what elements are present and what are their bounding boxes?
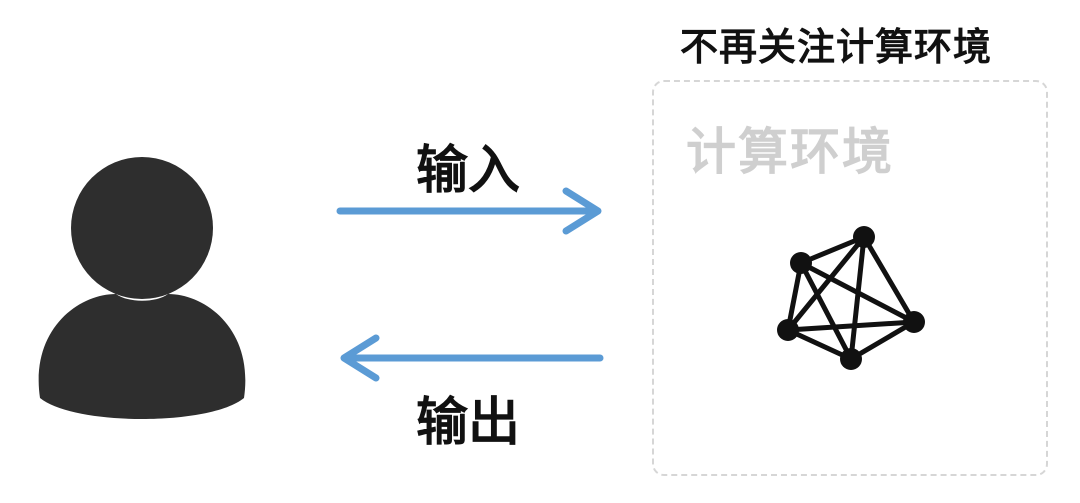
input-label: 输入 [416, 141, 521, 201]
page-title: 不再关注计算环境 [680, 25, 993, 69]
output-arrow [340, 334, 604, 382]
output-label: 输出 [416, 393, 521, 453]
input-arrow [336, 187, 602, 235]
environment-label: 计算环境 [686, 123, 894, 181]
environment-box [652, 80, 1048, 476]
